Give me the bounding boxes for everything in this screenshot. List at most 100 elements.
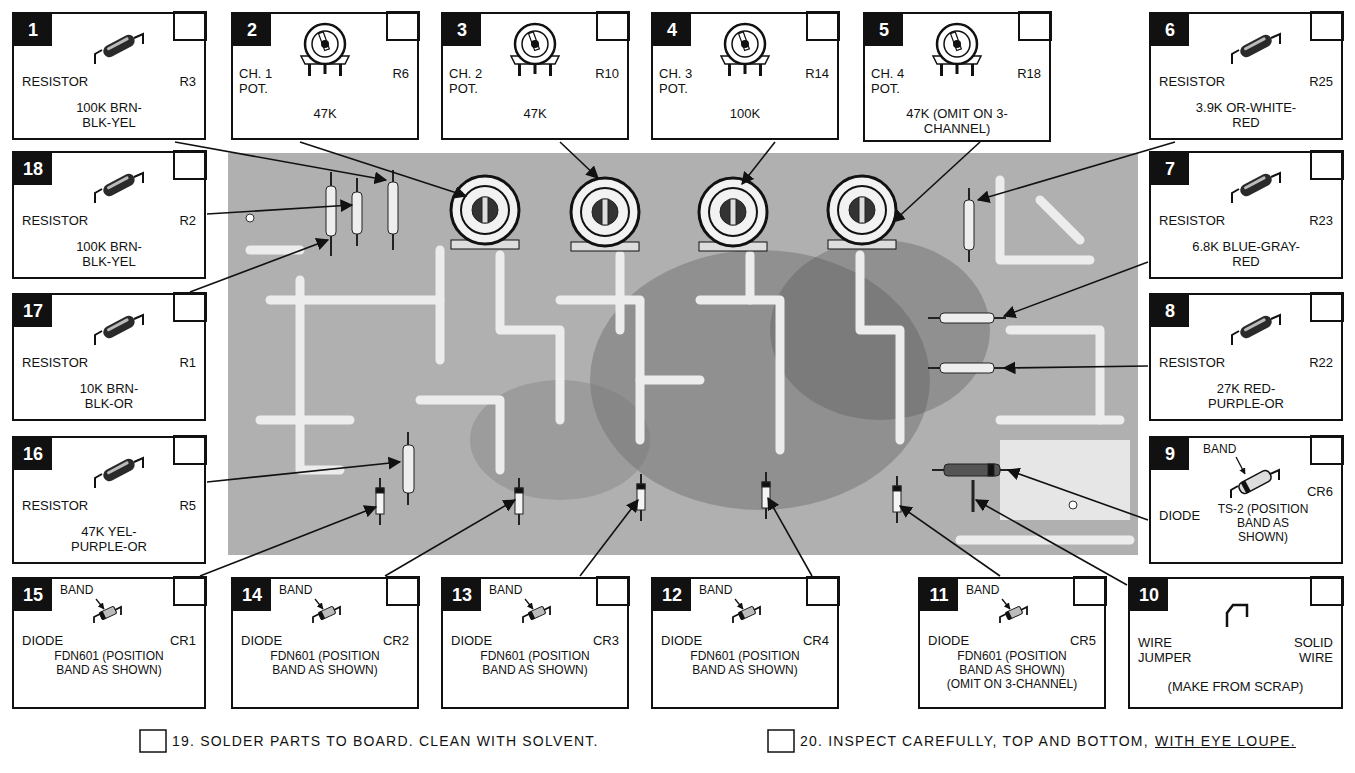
band-label: BAND (489, 583, 522, 598)
board-parts (940, 363, 994, 373)
callout-box: 18RESISTORR2100K BRN-BLK-YEL (12, 151, 206, 279)
circuit-board (860, 255, 900, 440)
part-ref: R6 (392, 66, 409, 81)
leader-line (900, 506, 1000, 576)
resistor-symbol (1232, 172, 1280, 203)
callout-number: 15 (14, 579, 52, 611)
pot-symbol (933, 24, 981, 76)
circuit-board (1069, 501, 1077, 509)
circuit-board (960, 536, 1130, 545)
part-ref: CR1 (170, 633, 196, 648)
callout-number: 12 (653, 579, 691, 611)
check-box (174, 151, 206, 179)
board-parts (451, 176, 519, 249)
check-box (1311, 436, 1343, 464)
circuit-board (500, 255, 560, 420)
part-value: 47K (OMIT ON 3-CHANNEL) (882, 106, 1032, 136)
part-ref: R2 (179, 213, 196, 228)
part-ref: R5 (179, 498, 196, 513)
part-value: TS-2 (POSITION BAND AS SHOWN) (1213, 502, 1313, 544)
band-label: BAND (699, 583, 732, 598)
board-parts (762, 482, 770, 508)
circuit-board (640, 376, 700, 385)
part-value: 100K (670, 106, 820, 121)
part-kind: DIODE (928, 633, 969, 648)
band-label: BAND (1203, 442, 1236, 457)
part-ref: R14 (805, 66, 829, 81)
callout-number: 7 (1151, 153, 1189, 185)
check-box (174, 436, 206, 464)
board-parts (762, 482, 770, 487)
callout-box: 1RESISTORR3100K BRN-BLK-YEL (12, 12, 206, 140)
part-ref: R10 (595, 66, 619, 81)
circuit-board (1000, 440, 1130, 520)
callout-number: 8 (1151, 295, 1189, 327)
callout-box: 8RESISTORR2227K RED-PURPLE-OR (1149, 293, 1343, 421)
board-parts (592, 199, 618, 225)
callout-box: 3CH. 2 POT.R1047K (441, 12, 629, 140)
pot-symbol (511, 24, 559, 76)
part-value: 100K BRN-BLK-YEL (63, 239, 155, 269)
callout-box: 17RESISTORR110K BRN-BLK-OR (12, 293, 206, 421)
part-kind: DIODE (661, 633, 702, 648)
board-parts (451, 176, 519, 244)
band-pointer (735, 599, 743, 609)
circuit-board (260, 416, 350, 425)
board-parts (940, 313, 994, 323)
diode-symbol (1231, 469, 1279, 498)
part-ref: R25 (1309, 74, 1333, 89)
leader-line (978, 142, 1175, 200)
part-value: FDN601 (POSITION BAND AS SHOWN) (479, 649, 591, 677)
board-parts (988, 464, 994, 476)
board-parts (838, 186, 886, 234)
callout-number: 5 (865, 14, 903, 46)
leader-line (580, 500, 638, 576)
circuit-board (436, 250, 445, 300)
circuit-board (1000, 416, 1120, 425)
part-value: 10K BRN-BLK-OR (66, 381, 153, 411)
leader-line (190, 240, 328, 292)
part-value: 27K RED-PURPLE-OR (1189, 381, 1303, 411)
callout-box: 9BANDDIODECR6TS-2 (POSITION BAND AS SHOW… (1149, 436, 1343, 564)
board-parts (699, 178, 767, 251)
instruction-step: 19. SOLDER PARTS TO BOARD. CLEAN WITH SO… (172, 733, 599, 749)
part-kind: CH. 2 POT. (449, 66, 497, 96)
check-box (1311, 577, 1343, 605)
jumper-symbol (1227, 605, 1247, 627)
part-kind: WIRE JUMPER (1138, 635, 1200, 665)
part-ref: CR3 (593, 633, 619, 648)
leader-line (742, 142, 775, 184)
callout-number: 11 (920, 579, 958, 611)
circuit-board (560, 300, 640, 440)
board-parts (893, 486, 901, 512)
check-box (140, 12, 1343, 752)
callout-number: 9 (1151, 438, 1189, 470)
circuit-board (228, 153, 1138, 555)
instruction-step: 20. INSPECT CAREFULLY, TOP AND BOTTOM, (800, 733, 1149, 749)
circuit-board (300, 280, 340, 470)
leader-line (207, 462, 400, 482)
board-parts (730, 199, 736, 225)
part-ref: R18 (1017, 66, 1041, 81)
board-parts (581, 188, 629, 236)
callout-box: 4CH. 3 POT.R14100K (651, 12, 839, 140)
part-value: 47K (250, 106, 400, 121)
leader-line (768, 498, 812, 576)
leader-line (893, 142, 980, 222)
diode-symbol (733, 606, 760, 623)
callout-box: 14BANDDIODECR2FDN601 (POSITION BAND AS S… (231, 577, 419, 709)
board-parts (972, 480, 975, 512)
board-parts (461, 186, 509, 234)
check-box (140, 730, 166, 752)
check-box (1311, 293, 1343, 321)
leader-line (200, 507, 376, 576)
board-parts (482, 197, 488, 223)
board-parts (472, 197, 498, 223)
leader-line (1004, 262, 1148, 316)
callout-number: 14 (233, 579, 271, 611)
band-label: BAND (279, 583, 312, 598)
circuit-board (746, 255, 755, 300)
part-ref: CR4 (803, 633, 829, 648)
part-kind: SOLID WIRE (1281, 635, 1333, 665)
part-kind: DIODE (1159, 508, 1200, 523)
